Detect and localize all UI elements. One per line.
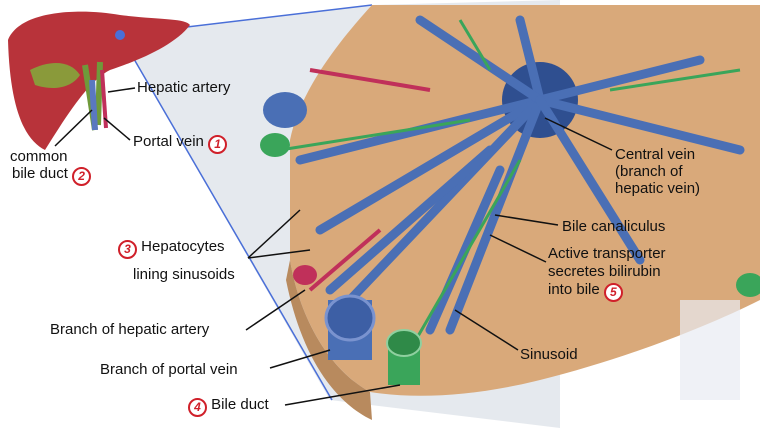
label-central-vein-line3: hepatic vein) (615, 180, 701, 197)
hepatocytes-text: Hepatocytes (141, 238, 225, 255)
label-common-bile-duct: bile duct 2 (12, 165, 92, 186)
number-badge: 5 (603, 283, 623, 302)
portal-vein-tube-bottom (324, 294, 376, 342)
label-portal-vein: Portal vein 1 (133, 133, 228, 154)
label-active-transporter: Active transporter (548, 245, 666, 262)
label-central-vein: Central vein (615, 146, 696, 163)
label-sinusoid: Sinusoid (520, 346, 578, 363)
zoom-line-bottom (119, 34, 333, 401)
label-common-bile-duct-line1: common (10, 148, 68, 165)
label-active-transporter-line3: into bile 5 (548, 281, 623, 302)
label-hepatic-artery: Hepatic artery (137, 79, 231, 96)
bile-canaliculi (279, 19, 741, 351)
bile-duct-text: Bile duct (211, 396, 269, 413)
number-badge: 1 (208, 135, 228, 154)
lobule-slice (260, 5, 760, 420)
common-bile-duct-text: bile duct (12, 165, 68, 182)
number-badge: 4 (188, 398, 207, 417)
label-lining-sinusoids: lining sinusoids (133, 266, 235, 283)
arteries (308, 68, 431, 292)
label-bile-canaliculus: Bile canaliculus (562, 218, 666, 235)
label-branch-portal-vein: Branch of portal vein (100, 361, 238, 378)
label-branch-hepatic-artery: Branch of hepatic artery (50, 321, 210, 338)
sinusoids (295, 15, 745, 335)
number-badge: 2 (72, 167, 92, 186)
label-bile-duct: 4 Bile duct (188, 396, 269, 417)
label-active-transporter-line2: secretes bilirubin (548, 263, 661, 280)
portal-vein-tube-top (263, 92, 307, 128)
label-hepatocytes: 3 Hepatocytes (118, 238, 225, 259)
leader-lines (54, 87, 613, 406)
portal-vein-text: Portal vein (133, 133, 204, 150)
into-bile-text: into bile (548, 281, 600, 298)
number-badge: 3 (118, 240, 137, 259)
label-central-vein-line2: (branch of (615, 163, 683, 180)
